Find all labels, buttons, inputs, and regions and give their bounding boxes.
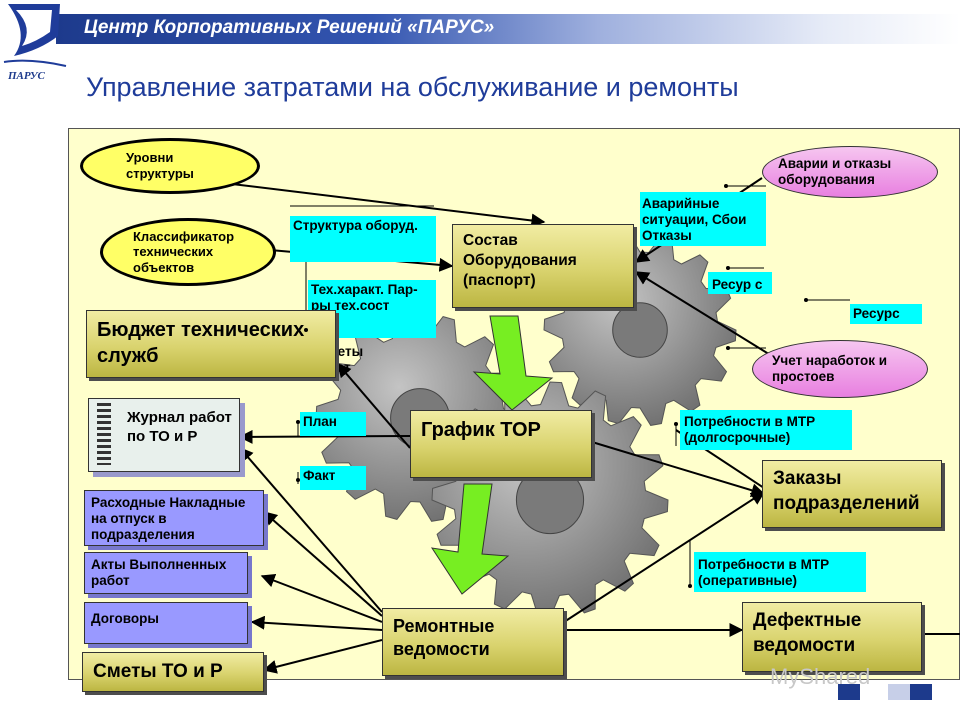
- dot-mtr-long: [674, 422, 678, 426]
- header-title: Центр Корпоративных Решений «ПАРУС»: [84, 17, 495, 38]
- page-title: Управление затратами на обслуживание и р…: [86, 72, 739, 102]
- edge-runtime-to-composition: [634, 271, 773, 357]
- node-acts: Акты Выполненных работ: [84, 552, 248, 594]
- dot-resource-small: [726, 266, 730, 270]
- node-schedule: График ТОР: [410, 410, 592, 478]
- dot-plan: [296, 420, 300, 424]
- node-resource-small: Ресур с: [712, 277, 763, 292]
- gear-top-right-hub: [612, 302, 668, 358]
- node-contracts: Договоры: [84, 602, 248, 644]
- edge-schedule-to-budget: [337, 362, 411, 449]
- parus-logo: [3, 4, 67, 67]
- dot-tech: [304, 328, 308, 332]
- dot-runtime: [726, 346, 730, 350]
- node-emergency: Аварийные ситуации, Сбои Отказы: [642, 196, 747, 244]
- node-emergency-bg: [640, 192, 766, 246]
- notebook-spiral-icon: [97, 403, 111, 465]
- node-resource: Ресурс: [850, 304, 922, 324]
- node-plan: План: [300, 412, 366, 436]
- dot-resource: [804, 298, 808, 302]
- node-journal-label: Журнал работ по ТО и Р: [127, 409, 232, 445]
- header-bar: [56, 14, 960, 44]
- watermark: MyShared: [770, 664, 871, 689]
- edge-repair-to-invoices: [262, 511, 383, 617]
- node-mtr-oper-bg: [694, 552, 866, 592]
- node-fact: Факт: [300, 466, 366, 490]
- dot-mtr-oper: [688, 584, 692, 588]
- logo-text: ПАРУС: [8, 70, 45, 82]
- node-mtr-oper: Потребности в МТР (оперативные): [698, 557, 830, 589]
- node-invoices: Расходные Накладные на отпуск в подразде…: [84, 490, 264, 546]
- edge-repair-to-contracts: [250, 615, 383, 631]
- node-orders: Заказы подразделений: [762, 460, 942, 528]
- node-composition: Состав Оборудования (паспорт): [452, 224, 634, 308]
- edge-repair-to-estimates: [262, 639, 383, 674]
- node-levels-label: Уровни структуры: [126, 150, 194, 181]
- node-equipment-structure: Структура оборуд.: [290, 216, 436, 262]
- node-classifier-label: Классификатор технических объектов: [133, 228, 235, 275]
- edge-levels-to-composition: [231, 183, 546, 228]
- green-arrow-composition-to-schedule: [472, 315, 554, 411]
- node-levels: Уровни структуры: [80, 138, 260, 194]
- edge-repair-to-journal: [239, 446, 383, 613]
- node-classifier: Классификатор технических объектов: [100, 218, 276, 286]
- node-runtime-label: Учет наработок и простоев: [772, 352, 888, 384]
- decor-square-2: [888, 684, 910, 700]
- decor-square-3: [910, 684, 932, 700]
- node-mtr-long: Потребности в МТР (долгосрочные): [684, 414, 816, 446]
- node-accidents-label: Аварии и отказы оборудования: [778, 155, 892, 187]
- dot-fact: [296, 478, 300, 482]
- node-runtime: Учет наработок и простоев: [752, 340, 928, 398]
- node-mtr-long-bg: [680, 410, 852, 450]
- edge-repair-to-orders: [563, 491, 766, 623]
- node-resource-small-bg: [708, 272, 772, 294]
- dot-emergency: [724, 184, 728, 188]
- node-estimates: Сметы ТО и Р: [82, 652, 264, 692]
- green-arrow-schedule-to-repair: [430, 483, 510, 595]
- edge-schedule-to-journal: [238, 429, 411, 444]
- edge-repair-to-acts: [260, 573, 383, 623]
- node-accidents: Аварии и отказы оборудования: [762, 146, 938, 198]
- node-repair: Ремонтные ведомости: [382, 608, 564, 676]
- edge-schedule-to-orders: [591, 441, 766, 498]
- node-journal: Журнал работ по ТО и Р: [88, 398, 240, 472]
- node-budget: Бюджет технических служб: [86, 310, 336, 378]
- node-defects: Дефектные ведомости: [742, 602, 922, 672]
- decor-square-1: [838, 684, 860, 700]
